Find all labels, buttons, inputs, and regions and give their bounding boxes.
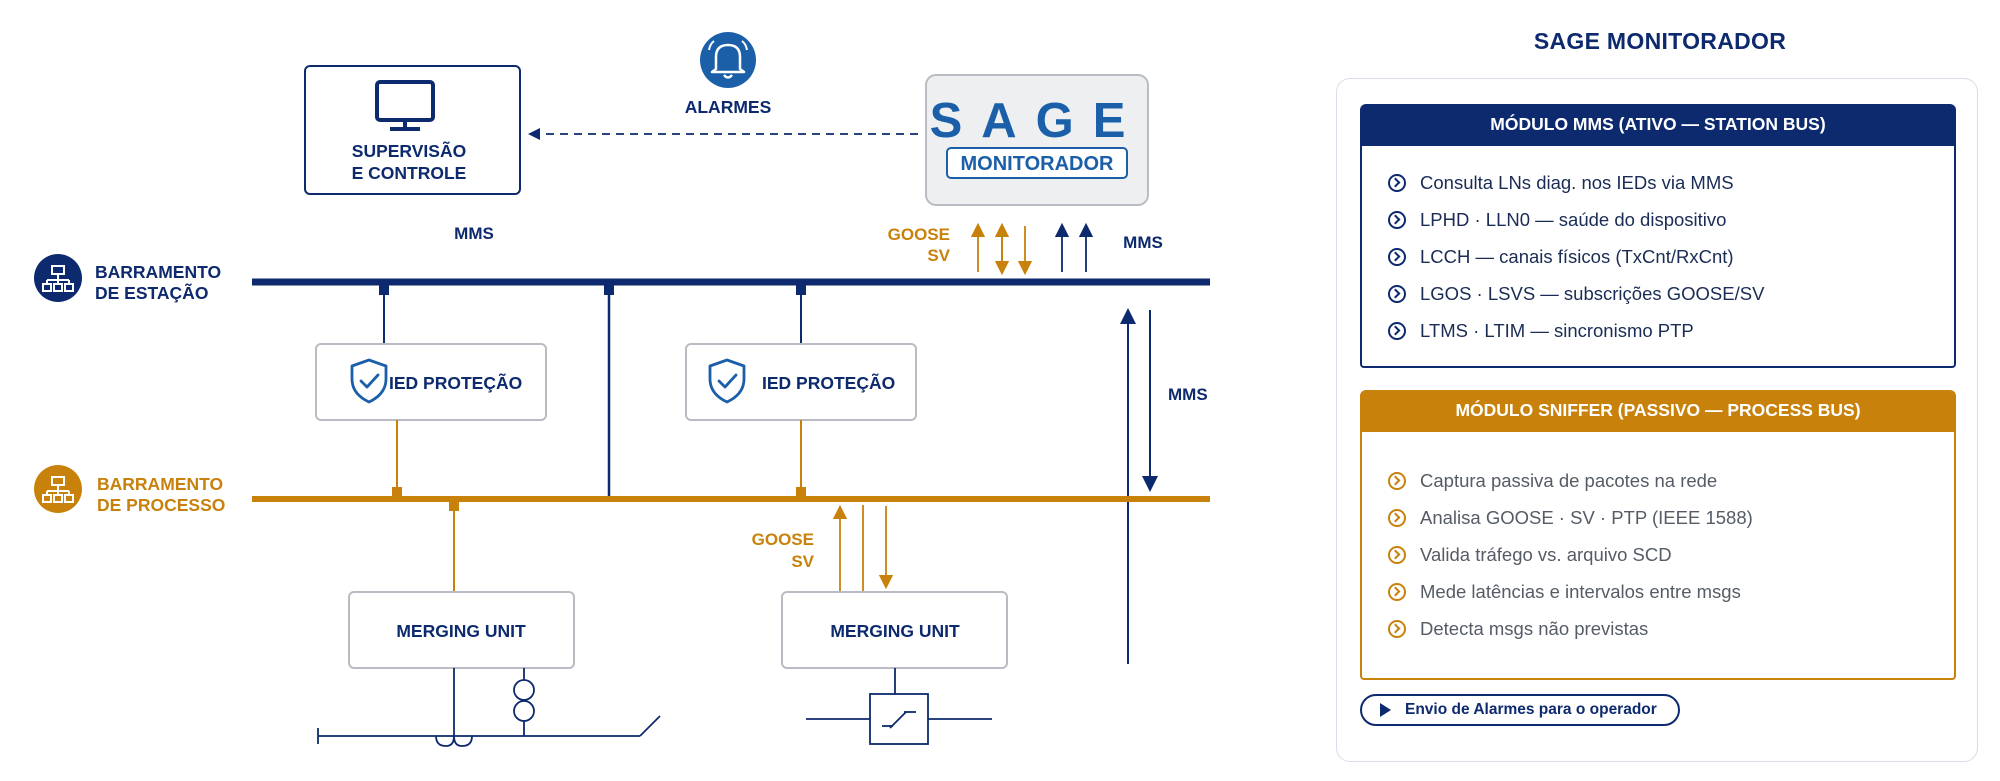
ied-1-label: IED PROTEÇÃO — [389, 372, 522, 393]
shield-check-icon — [350, 358, 388, 404]
merging-unit-1: MERGING UNIT — [348, 591, 575, 669]
list-item: LCCH — canais físicos (TxCnt/RxCnt) — [1388, 238, 1954, 275]
bell-icon — [700, 32, 756, 88]
network-icon — [34, 465, 82, 513]
goose-label-top: GOOSE — [888, 225, 950, 244]
list-item: LTMS · LTIM — sincronismo PTP — [1388, 312, 1954, 349]
shield-check-icon — [708, 358, 746, 404]
list-item: LGOS · LSVS — subscrições GOOSE/SV — [1388, 275, 1954, 312]
play-icon — [1380, 703, 1391, 717]
station-bus-label: BARRAMENTO DE ESTAÇÃO — [34, 254, 221, 303]
alarm-arrow-head — [528, 128, 540, 140]
supervisao-box: SUPERVISÃO E CONTROLE — [304, 65, 521, 195]
goose-sv-arrows-bottom — [832, 504, 894, 592]
ied-protecao-2: IED PROTEÇÃO — [685, 343, 917, 421]
chevron-right-icon — [1388, 247, 1406, 266]
mms-module-header: MÓDULO MMS (ATIVO — STATION BUS) — [1360, 104, 1956, 144]
chevron-right-icon — [1388, 173, 1406, 192]
sv-label-top: SV — [927, 246, 950, 265]
mu-1-label: MERGING UNIT — [396, 621, 526, 641]
chevron-right-icon — [1388, 582, 1406, 601]
sage-monitorador-box: SAGE MONITORADOR — [925, 74, 1149, 206]
sage-logo-text: SAGE — [930, 94, 1145, 148]
goose-sv-arrows-top — [970, 222, 1033, 276]
network-icon — [34, 254, 82, 302]
chevron-right-icon — [1388, 545, 1406, 564]
mms-label-left: MMS — [454, 224, 494, 243]
supervisao-label-2: E CONTROLE — [352, 163, 467, 183]
chevron-right-icon — [1388, 210, 1406, 229]
list-item: Valida tráfego vs. arquivo SCD — [1388, 536, 1954, 573]
ied-protecao-1: IED PROTEÇÃO — [315, 343, 547, 421]
chevron-right-icon — [1388, 619, 1406, 638]
list-item: Mede latências e intervalos entre msgs — [1388, 573, 1954, 610]
sniffer-module-box: Captura passiva de pacotes na rede Anali… — [1360, 430, 1956, 680]
mu-2-label: MERGING UNIT — [830, 621, 960, 641]
supervisao-label-1: SUPERVISÃO — [352, 140, 466, 161]
mms-module-box: Consulta LNs diag. nos IEDs via MMS LPHD… — [1360, 144, 1956, 368]
monitor-icon — [375, 80, 435, 131]
panel-title: SAGE MONITORADOR — [1533, 28, 1787, 54]
goose-label-bottom: GOOSE — [752, 530, 814, 549]
breaker-symbol — [806, 668, 992, 745]
sv-label-bottom: SV — [791, 552, 814, 571]
architecture-diagram: SUPERVISÃO E CONTROLE ALARMES SAGE MONIT… — [34, 32, 1210, 747]
list-item: Captura passiva de pacotes na rede — [1388, 462, 1954, 499]
alarm-dispatch-button[interactable]: Envio de Alarmes para o operador — [1360, 694, 1680, 726]
sage-logo-sub: MONITORADOR — [961, 153, 1115, 175]
mms-arrows-top — [1054, 222, 1094, 272]
list-item: Detecta msgs não previstas — [1388, 610, 1954, 647]
list-item: Analisa GOOSE · SV · PTP (IEEE 1588) — [1388, 499, 1954, 536]
chevron-right-icon — [1388, 471, 1406, 490]
list-item: LPHD · LLN0 — saúde do dispositivo — [1388, 201, 1954, 238]
sniffer-module-header: MÓDULO SNIFFER (PASSIVO — PROCESS BUS) — [1360, 390, 1956, 430]
current-transformer-line-symbol — [317, 668, 661, 747]
list-item: Consulta LNs diag. nos IEDs via MMS — [1388, 164, 1954, 201]
process-bus-label-2: DE PROCESSO — [97, 495, 225, 515]
mms-label-vertical: MMS — [1168, 385, 1208, 404]
mms-label-right: MMS — [1123, 233, 1163, 252]
chevron-right-icon — [1388, 321, 1406, 340]
process-bus-label-1: BARRAMENTO — [97, 474, 223, 494]
ied-2-label: IED PROTEÇÃO — [762, 372, 895, 393]
merging-unit-2: MERGING UNIT — [781, 591, 1008, 669]
chevron-right-icon — [1388, 508, 1406, 527]
station-bus-label-1: BARRAMENTO — [95, 262, 221, 282]
chevron-right-icon — [1388, 284, 1406, 303]
process-bus-label: BARRAMENTO DE PROCESSO — [34, 465, 225, 515]
alarmes-label: ALARMES — [685, 97, 772, 117]
station-bus-label-2: DE ESTAÇÃO — [95, 282, 208, 303]
